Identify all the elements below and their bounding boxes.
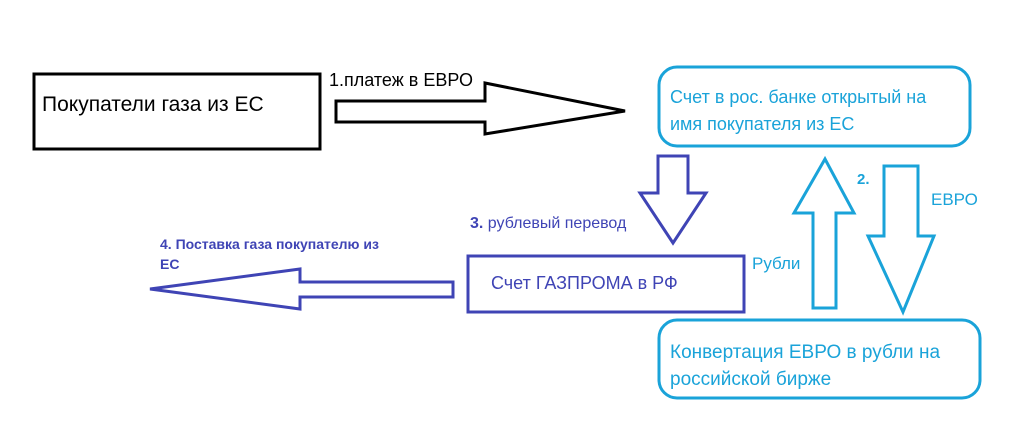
step4-line1: 4. Поставка газа покупателю из xyxy=(160,236,379,252)
exchange-line2: российской бирже xyxy=(670,368,832,390)
step2-rub-label: Рубли xyxy=(752,254,801,273)
exchange-box xyxy=(657,318,982,400)
rubles-up-arrow xyxy=(791,155,857,310)
transfer-down-arrow xyxy=(637,154,709,246)
euro-down-arrow xyxy=(865,164,937,316)
ru-account-line2: имя покупателя из ЕС xyxy=(670,113,855,134)
payment-arrow xyxy=(334,81,626,136)
step1-text: 1.платеж в ЕВРО xyxy=(329,70,473,90)
step1-label: 1.платеж в ЕВРО xyxy=(329,69,473,92)
ru-account-line1: Счет в рос. банке открытый на xyxy=(670,87,927,107)
step3-number: 3. xyxy=(470,215,484,232)
step4-line2: ЕС xyxy=(160,255,180,272)
gazprom-label: Счет ГАЗПРОМА в РФ xyxy=(491,273,678,293)
step2-number: 2. xyxy=(857,171,870,188)
ru-account-label: Счет в рос. банке открытый на имя покупа… xyxy=(670,86,926,135)
exchange-line1: Конвертация ЕВРО в рубли на xyxy=(670,342,941,363)
gazprom-box xyxy=(466,254,746,314)
ru-account-box xyxy=(657,65,972,148)
delivery-arrow xyxy=(149,267,455,311)
exchange-label: Конвертация ЕВРО в рубли на российской б… xyxy=(670,341,940,392)
step2-euro-label: ЕВРО xyxy=(931,190,978,209)
step4-label: 4. Поставка газа покупателю из ЕС xyxy=(160,236,379,273)
buyers-label: Покупатели газа из ЕС xyxy=(42,93,264,116)
step3-text: рублевый перевод xyxy=(483,215,627,232)
step3-label: 3. рублевый перевод xyxy=(470,214,626,234)
buyers-box xyxy=(32,72,322,151)
